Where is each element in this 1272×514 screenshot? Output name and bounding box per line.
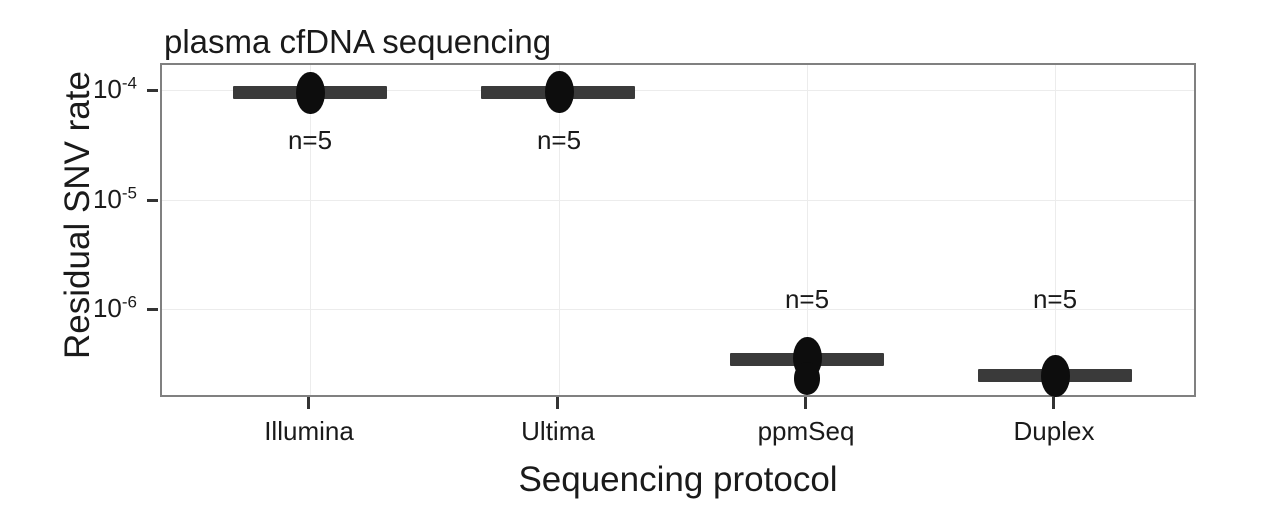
x-tick-mark-ppmseq	[804, 397, 807, 409]
x-tick-label-ultima: Ultima	[521, 416, 595, 446]
y-tick-base-3: 10	[92, 293, 122, 323]
y-tick-mark-3	[147, 308, 158, 311]
x-tick-mark-illumina	[307, 397, 310, 409]
n-label-ppmseq: n=5	[784, 284, 830, 314]
x-axis-title: Sequencing protocol	[518, 460, 838, 499]
y-tick-label-1: 10-4	[47, 73, 137, 104]
y-tick-base-2: 10	[92, 184, 122, 214]
gridline-vertical-illumina	[310, 65, 311, 395]
n-label-illumina: n=5	[287, 125, 333, 155]
x-tick-label-ppmseq: ppmSeq	[757, 416, 855, 446]
y-tick-base-1: 10	[92, 74, 122, 104]
x-tick-mark-ultima	[556, 397, 559, 409]
data-point-duplex	[1041, 355, 1070, 397]
data-point-illumina	[296, 72, 325, 114]
y-tick-label-3: 10-6	[47, 292, 137, 323]
y-tick-exponent-1: -4	[121, 73, 137, 93]
plot-title: plasma cfDNA sequencing	[164, 23, 552, 60]
y-tick-mark-1	[147, 89, 158, 92]
x-tick-mark-duplex	[1052, 397, 1055, 409]
data-point-ultima	[545, 71, 574, 113]
gridline-vertical-ppmseq	[807, 65, 808, 395]
data-point-ppmseq-outlier	[794, 362, 820, 395]
y-tick-exponent-2: -5	[121, 183, 137, 203]
gridline-horizontal-1e-4	[162, 90, 1194, 91]
x-tick-label-duplex: Duplex	[1013, 416, 1095, 446]
plot-panel: n=5 n=5 n=5 n=5	[160, 63, 1196, 397]
gridline-vertical-duplex	[1055, 65, 1056, 395]
y-tick-label-2: 10-5	[47, 183, 137, 214]
gridline-horizontal-1e-5	[162, 200, 1194, 201]
gridline-vertical-ultima	[559, 65, 560, 395]
n-label-ultima: n=5	[536, 125, 582, 155]
y-tick-exponent-3: -6	[121, 292, 137, 312]
x-tick-label-illumina: Illumina	[264, 416, 354, 446]
gridline-horizontal-1e-6	[162, 309, 1194, 310]
n-label-duplex: n=5	[1032, 284, 1078, 314]
y-tick-mark-2	[147, 199, 158, 202]
